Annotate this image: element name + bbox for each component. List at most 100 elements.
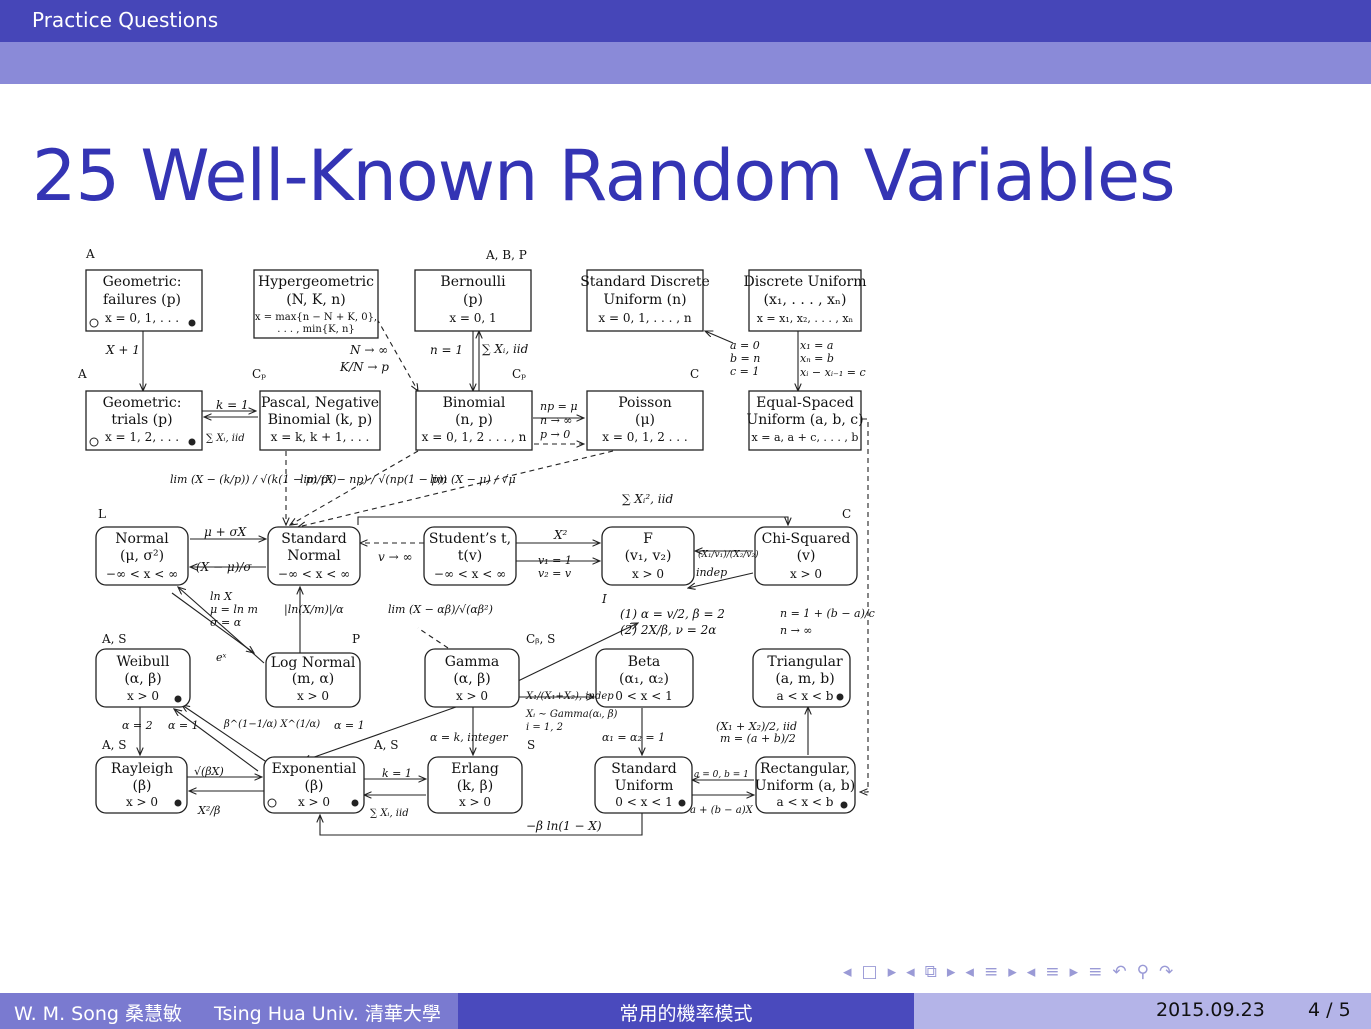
edge-sigma-alpha: σ = α bbox=[210, 616, 242, 629]
edge-sum-iid-c: ∑ Xᵢ, iid bbox=[370, 808, 409, 819]
f-title: F bbox=[643, 531, 653, 547]
edge-lim-1: lim (X − (k/p)) / √(k(1 − p)/p²) bbox=[170, 473, 337, 486]
poisson-param: (μ) bbox=[635, 412, 655, 428]
weibull-param: (α, β) bbox=[124, 671, 161, 687]
weibull-tag: A, S bbox=[101, 632, 127, 646]
nav-next-icon[interactable]: ▸ bbox=[887, 962, 899, 982]
beta-support: 0 < x < 1 bbox=[615, 689, 672, 703]
nav-section-icon[interactable]: ≡ bbox=[983, 962, 1001, 982]
pascal-param: Binomial (k, p) bbox=[268, 412, 373, 428]
bern-tag: A, B, P bbox=[485, 248, 527, 262]
lognormal-support: x > 0 bbox=[297, 689, 329, 703]
rayleigh-title: Rayleigh bbox=[111, 761, 173, 777]
footer-page-number: 4 / 5 bbox=[1308, 999, 1351, 1021]
geometric-trials-param: trials (p) bbox=[111, 412, 172, 428]
poisson-title: Poisson bbox=[618, 395, 672, 411]
edge-k-eq-1-bot: k = 1 bbox=[382, 767, 412, 780]
binom-tag: Cₚ bbox=[512, 367, 526, 381]
edge-x-sq: X² bbox=[553, 528, 568, 542]
footer-author: W. M. Song 桑慧敏 bbox=[14, 1003, 182, 1025]
edge-alpha-1b: α = 1 bbox=[334, 719, 365, 732]
edge-a-ba: a + (b − a)X bbox=[690, 805, 754, 816]
edge-beta-ratio: X₁/(X₁+X₂), indep bbox=[525, 691, 614, 702]
nav-forward-icon[interactable]: ↷ bbox=[1159, 962, 1176, 982]
nav-next-icon[interactable]: ▸ bbox=[1008, 962, 1019, 982]
nav-frame-icon[interactable]: □ bbox=[861, 962, 880, 982]
edge-sum-iid-a: ∑ Xᵢ, iid bbox=[206, 433, 245, 444]
header-bar: Practice Questions bbox=[0, 0, 1371, 42]
geomfail-tag: A bbox=[85, 247, 95, 261]
erlang-title: Erlang bbox=[451, 761, 499, 777]
nav-prev-icon[interactable]: ◂ bbox=[965, 962, 976, 982]
triangular-support: a < x < b bbox=[777, 689, 834, 703]
edge-indep: indep bbox=[696, 566, 727, 579]
nav-back-icon[interactable]: ↶ bbox=[1112, 962, 1129, 982]
poisson-support: x = 0, 1, 2 . . . bbox=[602, 430, 688, 444]
edge-a0b1: a = 0, b = 1 bbox=[694, 770, 749, 780]
binomial-param: (n, p) bbox=[455, 412, 493, 428]
beta-title: Beta bbox=[628, 654, 661, 670]
discrete-uniform-param: (x₁, . . . , xₙ) bbox=[764, 292, 847, 308]
nav-prev-icon[interactable]: ◂ bbox=[1026, 962, 1038, 982]
geometric-trials-title: Geometric: bbox=[103, 395, 182, 411]
edge-v2: v₂ = v bbox=[538, 567, 572, 580]
nav-search-icon[interactable]: ⚲ bbox=[1136, 962, 1152, 982]
nav-prev-icon[interactable]: ◂ bbox=[906, 962, 917, 982]
footer-middle: 常用的機率模式 bbox=[458, 993, 914, 1029]
edge-x-plus-1: X + 1 bbox=[105, 343, 140, 357]
exponential-support: x > 0 bbox=[298, 795, 330, 809]
edge-x1x2: (X₁ + X₂)/2, iid bbox=[716, 720, 797, 733]
edge-x1a: x₁ = a bbox=[800, 339, 833, 352]
edge-n-ba: n = 1 + (b − a)/c bbox=[780, 607, 875, 620]
rayleigh-param: (β) bbox=[132, 778, 151, 794]
edge-xic: xᵢ − xᵢ₋₁ = c bbox=[800, 366, 866, 379]
rayleigh-tag: A, S bbox=[101, 738, 127, 752]
edge-v-inf: v → ∞ bbox=[378, 550, 412, 564]
hypergeometric-support-1: x = max{n − N + K, 0}, bbox=[255, 312, 377, 323]
exponential-title: Exponential bbox=[272, 761, 357, 777]
binomial-support: x = 0, 1, 2 . . . , n bbox=[422, 430, 527, 444]
edge-beta-pow: β^(1−1/α) X^(1/α) bbox=[223, 719, 320, 730]
slide-title: 25 Well-Known Random Variables bbox=[32, 135, 1176, 217]
normal-param: (μ, σ²) bbox=[120, 548, 164, 564]
student-t-param: t(v) bbox=[458, 548, 482, 564]
section-title[interactable]: Practice Questions bbox=[32, 8, 219, 32]
discrete-uniform-support: x = x₁, x₂, . . . , xₙ bbox=[757, 312, 854, 325]
rayleigh-support: x > 0 bbox=[126, 795, 158, 809]
gamma-param: (α, β) bbox=[453, 671, 490, 687]
lognormal-title: Log Normal bbox=[271, 655, 356, 671]
standard-normal-title: Standard bbox=[281, 531, 347, 547]
nav-prev-icon[interactable]: ◂ bbox=[843, 962, 854, 982]
nav-subsection-icon[interactable]: ⧉ bbox=[924, 962, 939, 982]
nav-align-icon[interactable]: ≡ bbox=[1088, 962, 1105, 982]
weibull-support: x > 0 bbox=[127, 689, 159, 703]
normal-support: −∞ < x < ∞ bbox=[106, 567, 178, 581]
f-param: (v₁, v₂) bbox=[625, 548, 672, 564]
edge-alpha-2: α = 2 bbox=[122, 719, 153, 732]
normal-title: Normal bbox=[115, 531, 169, 547]
geomtrial-tag: A bbox=[78, 367, 87, 381]
gamma-support: x > 0 bbox=[456, 689, 488, 703]
equal-spaced-support: x = a, a + c, . . . , b bbox=[752, 431, 859, 444]
edge-k-eq-1-top: k = 1 bbox=[216, 398, 249, 412]
edge-sum-iid-b: ∑ Xᵢ, iid bbox=[482, 342, 529, 356]
exponential-param: (β) bbox=[304, 778, 323, 794]
nav-next-icon[interactable]: ▸ bbox=[946, 962, 958, 982]
triangular-param: (a, m, b) bbox=[775, 671, 834, 687]
edge-k-over-n: K/N → p bbox=[339, 360, 389, 374]
footer-right: 2015.09.23 4 / 5 bbox=[914, 993, 1371, 1029]
nav-next-icon[interactable]: ▸ bbox=[1069, 962, 1081, 982]
edge-v1: v₁ = 1 bbox=[538, 554, 572, 567]
rectangular-support: a < x < b bbox=[777, 795, 834, 809]
erlang-param: (k, β) bbox=[457, 778, 493, 794]
footer-left: W. M. Song 桑慧敏 Tsing Hua Univ. 清華大學 bbox=[0, 993, 458, 1029]
chi-squared-param: (v) bbox=[797, 548, 816, 564]
standard-uniform-param: Uniform bbox=[615, 778, 674, 794]
pascal-support: x = k, k + 1, . . . bbox=[271, 430, 370, 444]
nav-doc-icon[interactable]: ≡ bbox=[1045, 962, 1062, 982]
edge-n-inf2: n → ∞ bbox=[780, 624, 812, 637]
edge-alpha-k: α = k, integer bbox=[430, 731, 508, 744]
beamer-navigation[interactable]: ◂ □ ▸ ◂ ⧉ ▸ ◂ ≡ ▸ ◂ ≡ ▸ ≡ ↶ ⚲ ↷ bbox=[843, 962, 1183, 982]
edge-a0: a = 0 bbox=[730, 339, 760, 352]
lognormal-param: (m, α) bbox=[292, 671, 335, 687]
